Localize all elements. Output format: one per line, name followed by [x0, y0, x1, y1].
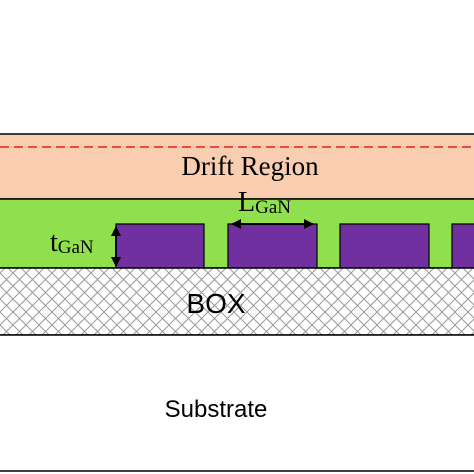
gan-block-3 — [339, 223, 430, 269]
gan-block-1 — [115, 223, 205, 269]
drift-region-layer — [0, 133, 474, 200]
substrate-layer — [0, 334, 474, 472]
box-label: BOX — [186, 288, 245, 319]
gan-block-2 — [227, 223, 318, 269]
length-dimension-label: LGaN — [238, 187, 291, 218]
thickness-dimension-label: tGaN — [50, 227, 94, 258]
box-layer — [0, 267, 474, 336]
drift-region-label: Drift Region — [181, 151, 319, 181]
gan-block-4 — [451, 223, 474, 269]
substrate-label: Substrate — [165, 396, 268, 423]
